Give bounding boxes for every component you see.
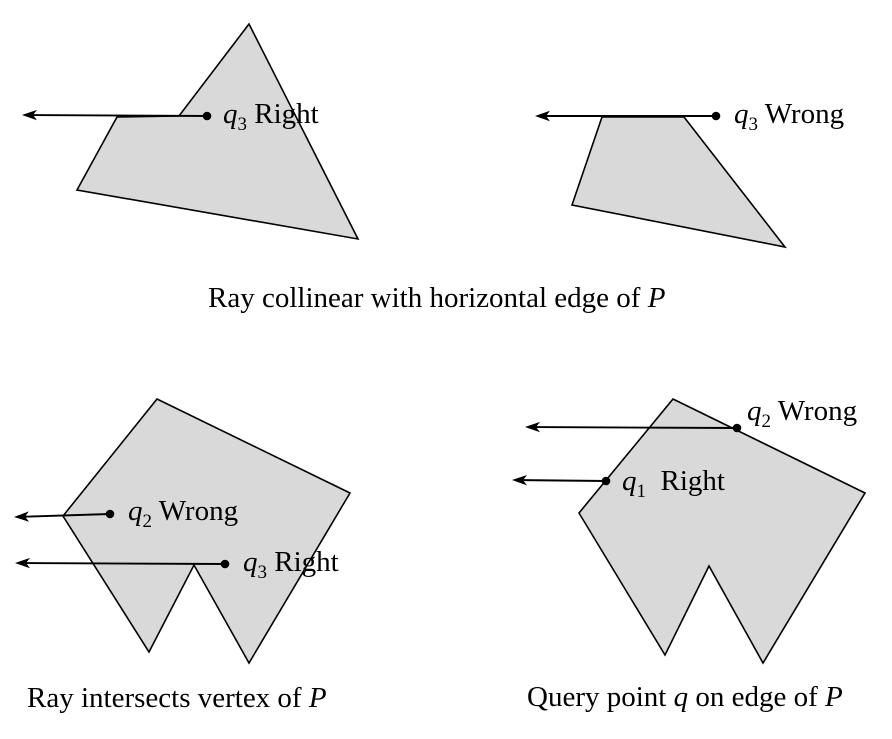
text-part: Wrong [758,98,844,130]
text-part: Right [646,465,725,497]
ray-line [32,114,208,117]
text-part: q [223,98,238,130]
point-label: q2 Wrong [128,495,238,532]
text-part: 2 [143,511,153,532]
text-part: q [674,681,689,713]
point-label: q1 Right [622,465,725,502]
query-point-dot [202,111,212,121]
text-part: P [308,682,327,714]
caption-query-point-on-edge: Query point q on edge of P [527,681,843,713]
text-part: Ray collinear with horizontal edge of [208,282,648,314]
text-part: 2 [762,411,772,432]
arrowhead-icon [535,110,550,122]
ray-line [24,513,111,518]
point-label: q3 Right [223,98,319,135]
arrowhead-icon [525,421,541,433]
text-part: q [747,395,762,427]
text-part: Right [267,546,339,578]
ray-line [522,479,607,482]
text-part: q [128,495,143,527]
figure-ray-collinear-horizontal-edge-outside: q3 Wrong [535,98,844,249]
caption-ray-collinear: Ray collinear with horizontal edge of P [208,282,665,314]
text-part: q [622,465,637,497]
text-part: Query point [527,681,674,713]
figure-ray-collinear-horizontal-edge-inside: q3 Right [22,22,360,241]
polygon-P [570,116,787,249]
query-point-dot [732,423,742,433]
polygon-P [62,398,352,665]
text-part: 1 [637,481,647,502]
text-part: 3 [749,114,759,135]
text-part: 3 [258,562,268,583]
text-part: q [243,546,258,578]
polygon-P [75,22,360,241]
arrowhead-icon [22,109,38,121]
point-label: q3 Right [243,546,339,583]
text-part: P [647,282,666,314]
text-part: 3 [238,114,248,135]
text-part: Wrong [152,495,238,527]
ray-line [25,562,226,565]
caption-ray-intersects-vertex: Ray intersects vertex of P [27,682,327,714]
arrowhead-icon [14,511,30,522]
text-part: Wrong [771,395,857,427]
point-label: q3 Wrong [734,98,844,135]
query-point-dot [220,559,230,569]
point-label: q2 Wrong [747,395,857,432]
text-part: P [824,681,843,713]
text-part: q [734,98,749,130]
arrowhead-icon [512,474,528,486]
ray-line [535,426,738,429]
arrowhead-icon [15,557,31,569]
text-part: Ray intersects vertex of [27,682,309,714]
query-point-dot [711,111,721,121]
text-part: Right [247,98,319,130]
query-point-dot [105,509,115,519]
polygon-P [578,398,867,665]
text-part: on edge of [688,681,825,713]
query-point-dot [601,476,611,486]
